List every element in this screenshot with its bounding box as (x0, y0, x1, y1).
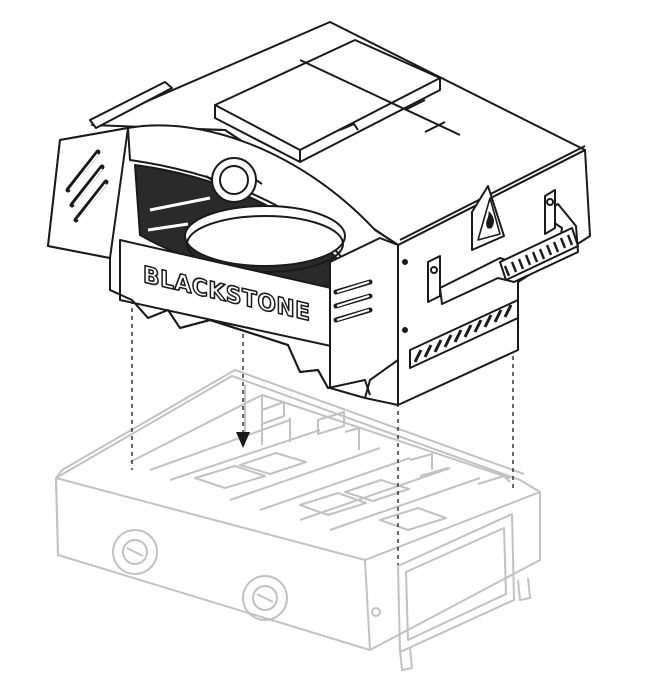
right-front-fin (329, 237, 399, 399)
griddle-base (55, 369, 541, 671)
pizza-oven: BLACKSTONE (47, 21, 591, 406)
left-vent-slots (65, 149, 109, 223)
side-handle (427, 189, 579, 305)
down-arrow-icon (236, 432, 250, 448)
alignment-guides (131, 300, 514, 565)
pizza-stone (184, 205, 346, 267)
handle-grip (499, 227, 579, 281)
oven-skirt (109, 258, 371, 396)
